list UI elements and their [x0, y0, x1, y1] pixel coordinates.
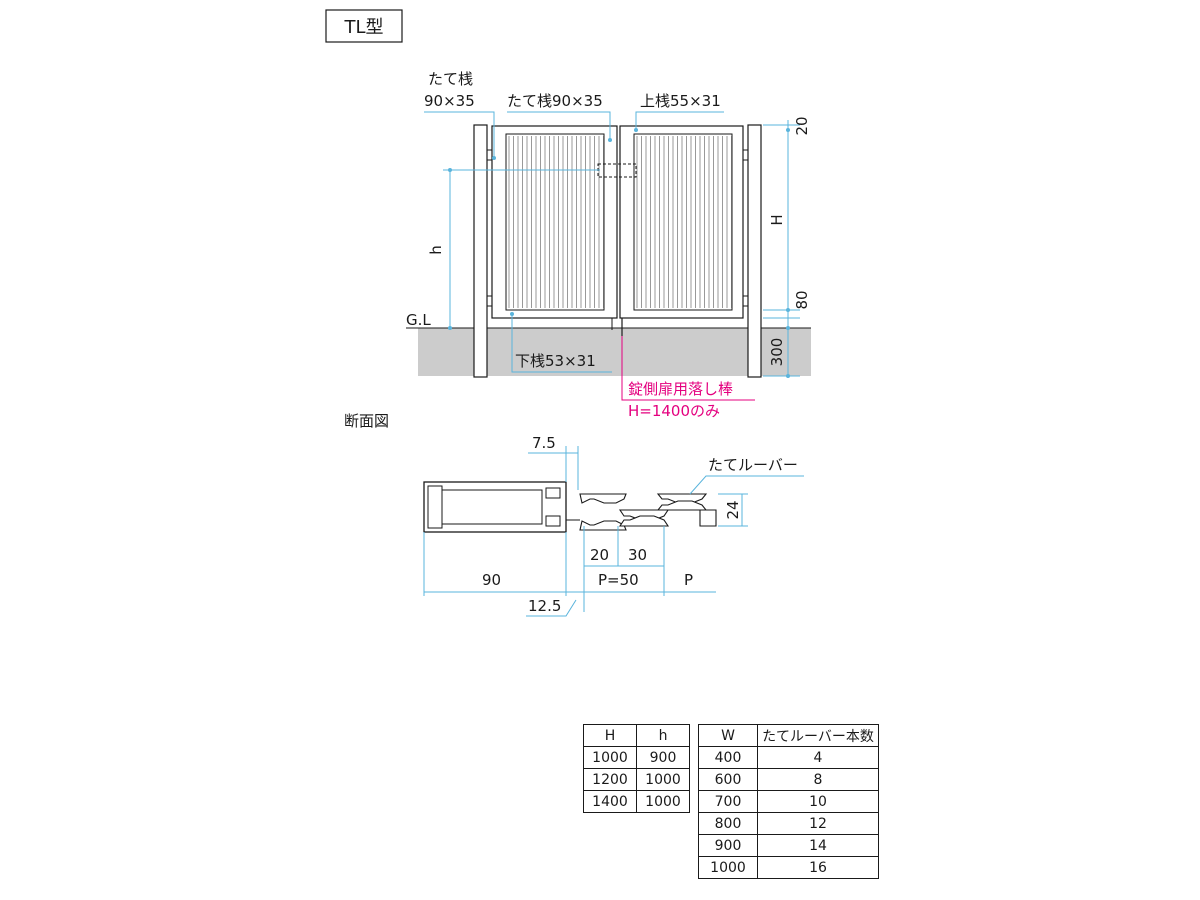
label-post-stile-line1: たて桟	[428, 70, 473, 88]
leader-top-rail	[635, 111, 724, 130]
label-dim-p: P	[684, 571, 693, 589]
dim-300-dot-top	[786, 326, 790, 330]
table-cell: 1200	[583, 768, 637, 791]
right-post	[747, 124, 762, 378]
dim-H-dot-top	[786, 128, 790, 132]
stile-hollow	[441, 489, 543, 525]
label-dim-12-5: 12.5	[528, 597, 561, 615]
stile-slot-top	[545, 487, 561, 499]
louver-profile-1	[579, 493, 627, 504]
width-table-header-count: たてルーバー本数	[757, 724, 879, 747]
section-title: 断面図	[344, 412, 389, 430]
label-dim-80: 80	[793, 290, 811, 309]
table-cell: 1400	[583, 790, 637, 813]
dim-300-dot-bottom	[786, 374, 790, 378]
louver-profile-4	[699, 509, 717, 527]
label-bottom-rail: 下桟53×31	[515, 352, 596, 370]
leader-top-rail-dot	[634, 128, 638, 132]
leader-louver	[689, 475, 804, 495]
label-post-stile-line2: 90×35	[424, 92, 475, 110]
label-stile: たて桟90×35	[507, 92, 603, 110]
table-row: 600 8	[698, 768, 879, 791]
page-title: TL型	[343, 17, 383, 38]
right-leaf-infill	[633, 133, 733, 311]
label-drop-rod-line2: H=1400のみ	[628, 402, 720, 420]
table-row: 700 10	[698, 790, 879, 813]
table-cell: 12	[757, 812, 879, 835]
table-row: 400 4	[698, 746, 879, 769]
table-row: 1200 1000	[583, 768, 690, 791]
leader-12-5	[526, 599, 577, 617]
label-dim-24: 24	[724, 500, 742, 519]
left-louver-lines	[508, 136, 604, 308]
table-row: 1000 900	[583, 746, 690, 769]
table-cell: 16	[757, 856, 879, 879]
leader-post-stile-dot	[492, 156, 496, 160]
leader-stile	[507, 111, 611, 140]
table-cell: 8	[757, 768, 879, 791]
louver-profile-3b	[656, 500, 708, 511]
table-cell: 400	[698, 746, 758, 769]
label-gl: G.L	[406, 311, 431, 329]
left-post	[473, 124, 488, 378]
table-cell: 1000	[698, 856, 758, 879]
table-cell: 900	[636, 746, 690, 769]
leader-stile-dot	[608, 138, 612, 142]
label-dim-30: 30	[628, 546, 647, 564]
label-dim-7-5: 7.5	[532, 434, 556, 452]
height-table: H h 1000 900 1200 1000 1400 1000	[583, 724, 690, 813]
table-row: 800 12	[698, 812, 879, 835]
louver-profiles	[566, 493, 717, 531]
label-dim-20: 20	[590, 546, 609, 564]
label-dim-H: H	[768, 214, 786, 225]
stile-slot-bottom	[545, 515, 561, 527]
table-cell: 900	[698, 834, 758, 857]
leader-bottom-rail	[511, 314, 612, 373]
title-box	[325, 9, 403, 43]
table-cell: 700	[698, 790, 758, 813]
label-louver: たてルーバー	[708, 456, 798, 474]
leader-post-stile	[424, 111, 495, 158]
table-cell: 1000	[636, 790, 690, 813]
dim-h-dot-bottom	[448, 326, 452, 330]
left-leaf-infill	[505, 133, 605, 311]
table-row: 900 14	[698, 834, 879, 857]
table-cell: 10	[757, 790, 879, 813]
table-cell: 14	[757, 834, 879, 857]
table-row: 1400 1000	[583, 790, 690, 813]
hinge-left-top	[486, 149, 493, 161]
table-cell: 4	[757, 746, 879, 769]
leader-drop-rod	[621, 336, 755, 401]
label-drop-rod-line1: 錠側扉用落し棒	[628, 380, 733, 398]
table-cell: 600	[698, 768, 758, 791]
table-cell: 1000	[583, 746, 637, 769]
label-dim-20: 20	[793, 116, 811, 135]
louver-profile-1b	[579, 520, 627, 531]
hinge-right-bottom	[742, 295, 749, 307]
width-table: W たてルーバー本数 400 4 600 8 700 10 800 12 900…	[698, 724, 879, 879]
hinge-left-bottom	[486, 295, 493, 307]
dim-H-dot-bottom	[786, 308, 790, 312]
label-dim-90: 90	[482, 571, 501, 589]
height-table-header-H: H	[583, 724, 637, 747]
gate-elevation: たて桟 90×35 たて桟90×35 上桟55×31 下桟53×31 錠側扉用落…	[406, 70, 811, 420]
height-table-header-h: h	[636, 724, 690, 747]
hinge-right-top	[742, 149, 749, 161]
louver-profile-2b	[618, 515, 670, 527]
right-louver-lines	[636, 136, 732, 308]
table-cell: 1000	[636, 768, 690, 791]
leader-bottom-rail-dot	[510, 312, 514, 316]
label-dim-pitch: P=50	[598, 571, 639, 589]
label-top-rail: 上桟55×31	[640, 92, 721, 110]
label-dim-h: h	[427, 245, 445, 255]
width-table-header-W: W	[698, 724, 758, 747]
table-row: 1000 16	[698, 856, 879, 879]
label-dim-300: 300	[768, 338, 786, 367]
section-view: 断面図 7.5 たてルーバー 24	[344, 412, 804, 617]
dim-h-dot-top	[448, 168, 452, 172]
table-cell: 800	[698, 812, 758, 835]
